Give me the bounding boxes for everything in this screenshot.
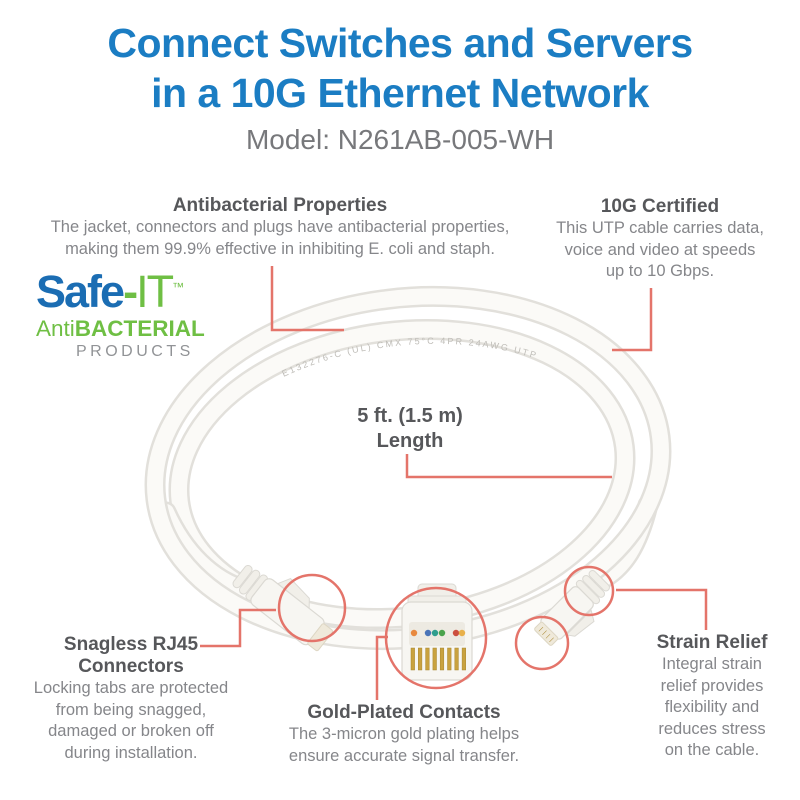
- rj45-connector-left: [232, 565, 333, 652]
- callout-circle-snagless: [277, 573, 347, 643]
- callout-line-antibacterial: [270, 266, 344, 332]
- body-line: during installation.: [64, 743, 198, 762]
- page-title: Connect Switches and Servers in a 10G Et…: [0, 18, 800, 118]
- gold-pin: [439, 647, 445, 671]
- contact-line: [549, 637, 554, 643]
- gold-pin: [425, 647, 430, 671]
- callout-gold-title: Gold-Plated Contacts: [307, 702, 501, 723]
- body-line: ensure accurate signal transfer.: [288, 746, 520, 765]
- snagless-tab: [565, 609, 595, 637]
- callout-line-length: [405, 454, 612, 479]
- wire-dot: [458, 629, 466, 637]
- callout-snagless: Snagless RJ45 Connectors Locking tabs ar…: [16, 634, 246, 764]
- callout-line-snagless: [200, 608, 276, 648]
- callout-gold-contacts: Gold-Plated Contacts The 3-micron gold p…: [266, 702, 542, 767]
- logo-wordmark: Safe-IT™: [36, 269, 256, 314]
- connector-tip: [307, 623, 333, 652]
- callout-circle-strain: [563, 565, 615, 617]
- callout-line-strain: [616, 588, 708, 630]
- title-line1: Connect Switches and Servers: [107, 20, 693, 66]
- callout-snagless-title-line1: Snagless RJ45: [63, 634, 199, 655]
- wire-dot: [438, 629, 446, 637]
- callout-10g-certified: 10G Certified This UTP cable carries dat…: [535, 196, 785, 283]
- callout-line-gold: [375, 635, 388, 700]
- rj45-connector-right: [534, 570, 610, 646]
- callout-strain-relief: Strain Relief Integral strain relief pro…: [642, 632, 782, 762]
- gold-pin: [410, 647, 415, 671]
- title-line2: in a 10G Ethernet Network: [151, 70, 649, 116]
- logo-tagline-bold: BACTERIAL: [74, 316, 205, 341]
- wire-dot: [431, 629, 439, 637]
- contact-line: [545, 633, 551, 639]
- body-line: The jacket, connectors and plugs have an…: [50, 218, 510, 236]
- logo-products: PRODUCTS: [76, 342, 194, 360]
- logo-tagline: AntiBACTERIAL: [36, 316, 256, 341]
- logo-suffix: IT: [136, 266, 174, 317]
- rj45-contacts-closeup: [401, 583, 473, 681]
- body-line: on the cable.: [664, 741, 760, 759]
- wire-dot: [410, 629, 418, 637]
- safe-it-logo: Safe-IT™ AntiBACTERIAL PRODUCTS: [36, 269, 256, 360]
- body-line: relief provides: [660, 676, 764, 695]
- trademark-symbol: ™: [172, 280, 185, 294]
- boot-ridge: [238, 569, 261, 595]
- callout-strain-title: Strain Relief: [656, 632, 768, 653]
- callout-circle-gold: [384, 586, 488, 690]
- gold-pin: [454, 647, 459, 671]
- gold-pin: [418, 647, 423, 671]
- logo-brand: Safe: [36, 266, 125, 317]
- contact-line: [542, 630, 547, 636]
- boot-ridge: [582, 574, 606, 598]
- callout-line-10g: [612, 288, 653, 352]
- contact-line: [538, 626, 544, 632]
- body-line: voice and video at speeds: [564, 240, 756, 259]
- logo-hyphen: -: [123, 266, 138, 317]
- boot-ridge: [232, 565, 253, 589]
- length-label: Length: [376, 430, 444, 452]
- body-line: The 3-micron gold plating helps: [288, 725, 520, 743]
- body-line: Locking tabs are protected: [33, 679, 229, 697]
- boot-ridge: [588, 570, 610, 592]
- wire-dot: [445, 629, 453, 637]
- callout-antibacterial-title: Antibacterial Properties: [172, 195, 388, 216]
- callout-annotations: [200, 266, 708, 700]
- gold-pin: [447, 647, 452, 671]
- wire-dot: [452, 629, 460, 637]
- body-line: reduces stress: [658, 719, 766, 738]
- callout-antibacterial: Antibacterial Properties The jacket, con…: [10, 195, 550, 260]
- wire-dot: [417, 629, 425, 637]
- gold-pin: [461, 647, 466, 671]
- callout-circle-tip: [514, 615, 570, 671]
- callout-10g-title: 10G Certified: [600, 196, 720, 217]
- body-line: from being snagged,: [55, 700, 207, 719]
- body-line: damaged or broken off: [48, 722, 214, 740]
- body-line: up to 10 Gbps.: [605, 262, 715, 280]
- callout-snagless-title-line2: Connectors: [78, 656, 184, 677]
- gold-pin: [432, 647, 437, 671]
- length-value: 5 ft. (1.5 m): [357, 405, 463, 427]
- model-number: Model: N261AB-005-WH: [245, 124, 555, 155]
- callout-length: 5 ft. (1.5 m) Length: [330, 404, 490, 454]
- body-line: making them 99.9% effective in inhibitin…: [65, 239, 495, 258]
- body-line: flexibility and: [664, 698, 760, 716]
- wire-dot: [424, 629, 432, 637]
- body-line: This UTP cable carries data,: [556, 219, 764, 237]
- body-line: Integral strain: [662, 655, 762, 673]
- logo-tagline-light: Anti: [36, 316, 75, 341]
